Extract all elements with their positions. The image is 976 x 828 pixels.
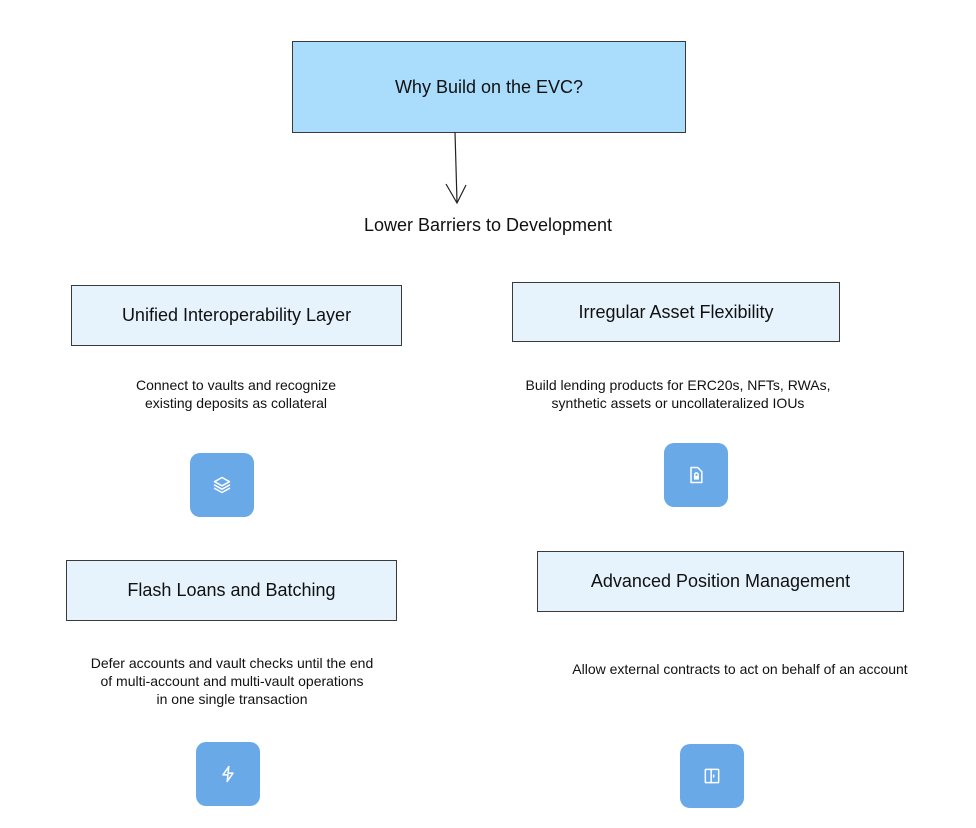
feature-box-asset-flexibility: Irregular Asset Flexibility: [512, 282, 840, 342]
title-box: Why Build on the EVC?: [292, 41, 686, 133]
layers-icon: [213, 476, 231, 494]
feature-icon-tile: [196, 742, 260, 806]
feature-box-position-management: Advanced Position Management: [537, 551, 904, 612]
feature-box-interoperability: Unified Interoperability Layer: [71, 285, 402, 346]
door-icon: [704, 768, 720, 784]
feature-description: Defer accounts and vault checks until th…: [90, 655, 374, 707]
file-lock-icon: [690, 466, 703, 484]
feature-description: Build lending products for ERC20s, NFTs,…: [525, 377, 831, 411]
feature-box-flash-loans: Flash Loans and Batching: [66, 560, 397, 621]
title-text: Why Build on the EVC?: [394, 76, 584, 97]
feature-icon-tile: [680, 744, 744, 808]
feature-icon-tile: [664, 443, 728, 507]
down-arrow: [445, 131, 467, 205]
feature-icon-tile: [190, 453, 254, 517]
subtitle: Lower Barriers to Development: [363, 215, 613, 235]
feature-heading: Irregular Asset Flexibility: [578, 301, 774, 322]
feature-heading: Unified Interoperability Layer: [121, 305, 352, 325]
lightning-icon: [222, 765, 234, 783]
feature-heading: Flash Loans and Batching: [127, 580, 336, 600]
feature-heading: Advanced Position Management: [590, 571, 851, 591]
feature-description: Connect to vaults and recognize existing…: [135, 377, 336, 411]
feature-description: Allow external contracts to act on behal…: [572, 661, 908, 677]
